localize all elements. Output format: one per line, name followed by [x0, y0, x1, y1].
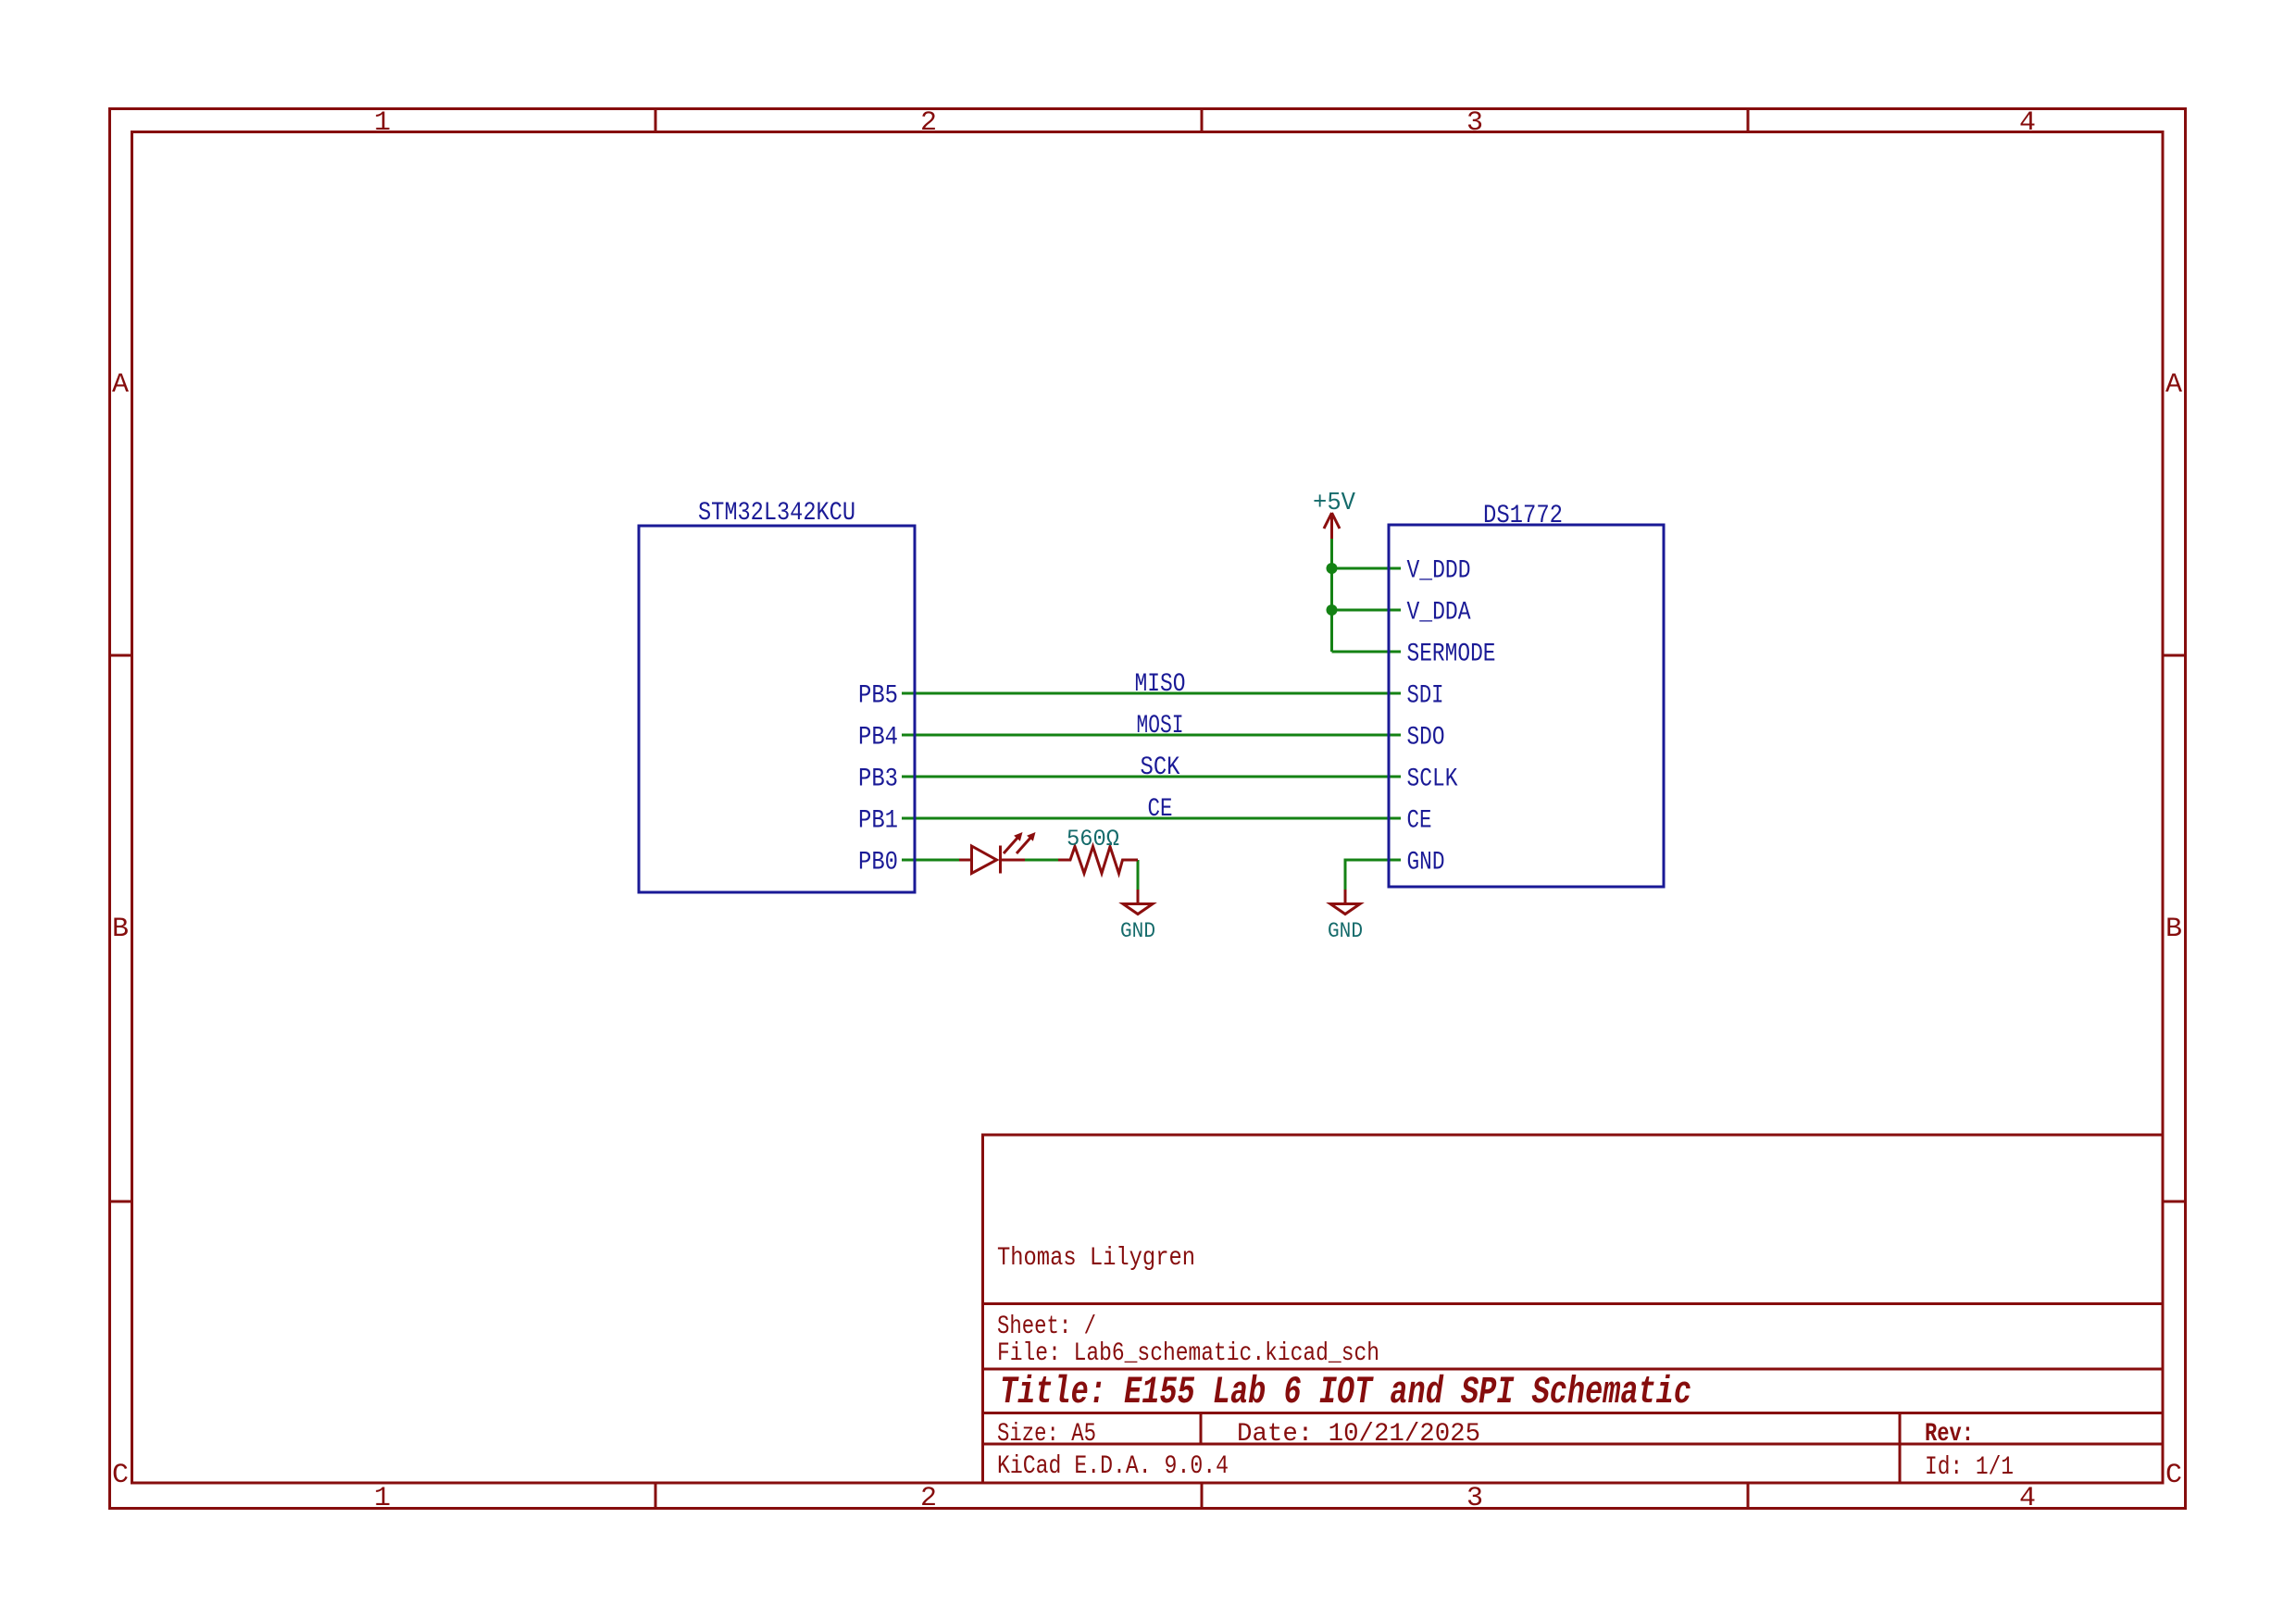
- svg-text:2: 2: [920, 107, 937, 139]
- svg-text:Date: 10/21/2025: Date: 10/21/2025: [1237, 1420, 1480, 1449]
- svg-text:SDO: SDO: [1407, 724, 1445, 753]
- svg-text:Sheet: /: Sheet: /: [997, 1313, 1096, 1341]
- svg-text:V_DDA: V_DDA: [1407, 599, 1471, 628]
- svg-text:SERMODE: SERMODE: [1407, 641, 1496, 669]
- svg-text:Id: 1/1: Id: 1/1: [1925, 1453, 2014, 1482]
- svg-text:GND: GND: [1328, 919, 1363, 943]
- svg-text:MISO: MISO: [1135, 670, 1186, 699]
- svg-text:SDI: SDI: [1407, 682, 1444, 711]
- svg-text:Rev:: Rev:: [1925, 1420, 1974, 1449]
- svg-text:560Ω: 560Ω: [1067, 826, 1119, 853]
- svg-text:PB3: PB3: [858, 765, 898, 794]
- svg-text:SCLK: SCLK: [1407, 765, 1458, 794]
- svg-text:Title: E155 Lab 6 IOT and SPI: Title: E155 Lab 6 IOT and SPI Schematic: [1000, 1370, 1691, 1414]
- svg-text:SCK: SCK: [1141, 753, 1180, 782]
- svg-text:STM32L342KCU: STM32L342KCU: [698, 499, 855, 528]
- svg-text:1: 1: [374, 1483, 391, 1514]
- svg-text:3: 3: [1466, 107, 1483, 139]
- svg-text:CE: CE: [1407, 807, 1432, 836]
- svg-text:V_DDD: V_DDD: [1407, 557, 1471, 586]
- svg-text:Thomas Lilygren: Thomas Lilygren: [997, 1244, 1195, 1273]
- svg-text:PB0: PB0: [858, 849, 898, 877]
- svg-text:B: B: [2165, 914, 2182, 945]
- svg-text:PB5: PB5: [858, 682, 898, 711]
- svg-text:Size: A5: Size: A5: [997, 1420, 1096, 1449]
- svg-text:CE: CE: [1148, 795, 1173, 824]
- svg-text:A: A: [2165, 369, 2182, 401]
- svg-text:B: B: [112, 914, 129, 945]
- svg-text:GND: GND: [1407, 849, 1445, 877]
- svg-text:2: 2: [920, 1483, 937, 1514]
- svg-text:PB1: PB1: [858, 807, 898, 836]
- svg-text:+5V: +5V: [1313, 490, 1356, 517]
- svg-text:File: Lab6_schematic.kicad_sch: File: Lab6_schematic.kicad_sch: [997, 1339, 1379, 1368]
- svg-text:4: 4: [2019, 1483, 2036, 1514]
- svg-text:MOSI: MOSI: [1137, 712, 1184, 741]
- svg-text:DS1772: DS1772: [1483, 502, 1563, 530]
- svg-text:1: 1: [374, 107, 391, 139]
- svg-text:KiCad E.D.A. 9.0.4: KiCad E.D.A. 9.0.4: [997, 1452, 1229, 1481]
- svg-text:C: C: [112, 1460, 129, 1491]
- svg-text:C: C: [2165, 1460, 2182, 1491]
- svg-text:4: 4: [2019, 107, 2036, 139]
- svg-text:PB4: PB4: [858, 724, 898, 753]
- svg-text:A: A: [112, 369, 129, 401]
- svg-text:GND: GND: [1120, 919, 1155, 943]
- svg-text:3: 3: [1466, 1483, 1483, 1514]
